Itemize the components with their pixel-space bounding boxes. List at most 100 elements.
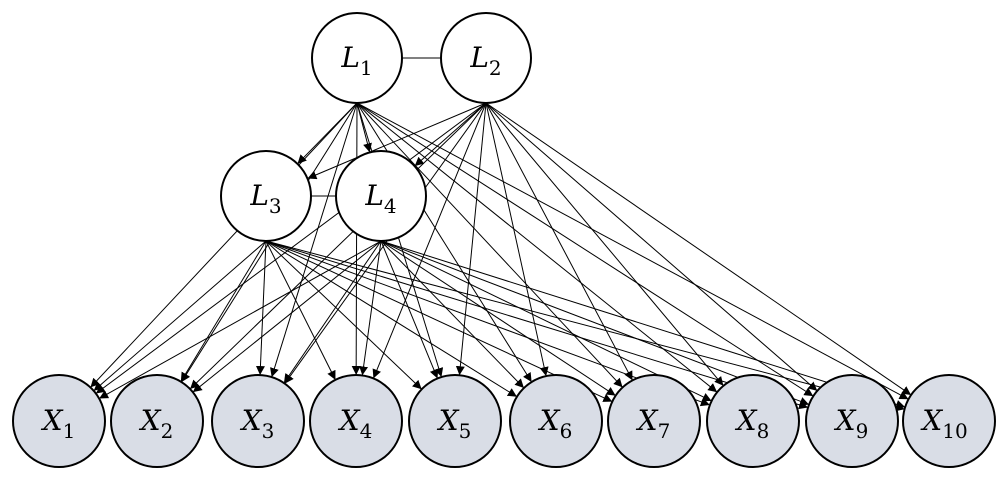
node-letter: L: [469, 41, 489, 74]
edge-l3-x6: [265, 240, 518, 398]
edge-l4-x5: [380, 240, 439, 379]
node-x3: X3: [211, 374, 305, 468]
edge-l3-x3: [255, 240, 267, 376]
node-x8: X8: [706, 374, 800, 468]
node-circle-l4: [335, 150, 427, 242]
edge-l3-x1: [93, 240, 267, 392]
node-subscript: 4: [360, 419, 373, 443]
node-label-x10: X10: [920, 404, 967, 443]
node-l1: L1: [311, 12, 403, 104]
node-subscript: 3: [269, 194, 282, 218]
node-label-l3: L3: [249, 179, 281, 218]
node-subscript: 7: [658, 419, 671, 443]
node-letter: X: [735, 404, 758, 437]
edge-l1-x4: [351, 102, 361, 376]
node-subscript: 1: [63, 419, 76, 443]
node-label-x6: X6: [538, 404, 573, 443]
node-label-l1: L1: [340, 41, 372, 80]
edge-l1-x6: [356, 102, 533, 383]
node-circle-x6: [509, 374, 603, 468]
edge-l3-x4: [265, 240, 336, 381]
node-l3: L3: [220, 150, 312, 242]
node-letter: L: [249, 179, 269, 212]
node-letter: X: [920, 404, 943, 437]
edge-l2-x5: [455, 102, 487, 376]
node-letter: X: [636, 404, 659, 437]
node-letter: X: [338, 404, 361, 437]
edge-l4-x3: [283, 240, 382, 384]
node-x9: X9: [805, 374, 899, 468]
node-circle-x5: [408, 374, 502, 468]
node-letter: L: [364, 179, 384, 212]
edge-l1-x10: [356, 102, 909, 400]
edge-l2-x4: [372, 102, 487, 379]
node-circle-l2: [440, 12, 532, 104]
node-label-x4: X4: [338, 404, 373, 443]
node-subscript: 2: [161, 419, 174, 443]
node-circle-x4: [309, 374, 403, 468]
node-label-x2: X2: [139, 404, 174, 443]
edge-l2-x2: [189, 102, 487, 390]
node-l4: L4: [335, 150, 427, 242]
edge-l1-x5: [356, 102, 444, 378]
node-subscript: 5: [459, 419, 472, 443]
edge-l2-x9: [485, 102, 818, 392]
node-x7: X7: [607, 374, 701, 468]
node-circle-x10: [902, 374, 996, 468]
node-subscript: 2: [489, 56, 502, 80]
node-circle-l3: [220, 150, 312, 242]
node-letter: X: [538, 404, 561, 437]
edge-l4-x4: [359, 240, 382, 376]
edge-l3-x10: [265, 240, 905, 412]
node-subscript: 4: [384, 194, 397, 218]
node-label-l4: L4: [364, 179, 396, 218]
node-subscript: 3: [262, 419, 275, 443]
node-letter: L: [340, 41, 360, 74]
edge-l4-x7: [380, 240, 616, 397]
edge-l2-x10: [485, 102, 912, 396]
node-circle-x3: [211, 374, 305, 468]
node-label-x5: X5: [437, 404, 472, 443]
edge-l2-x7: [485, 102, 633, 381]
node-label-x1: X1: [41, 404, 76, 443]
edge-l4-x1: [98, 240, 382, 399]
node-subscript: 8: [757, 419, 770, 443]
edge-l3-x2: [180, 240, 267, 382]
node-x6: X6: [509, 374, 603, 468]
node-label-x3: X3: [240, 404, 275, 443]
node-subscript: 1: [360, 56, 373, 80]
node-x1: X1: [12, 374, 106, 468]
node-circle-x9: [805, 374, 899, 468]
node-subscript: 6: [560, 419, 573, 443]
node-letter: X: [437, 404, 460, 437]
edge-l2-x6: [485, 102, 549, 377]
node-subscript: 10: [942, 419, 967, 443]
node-letter: X: [834, 404, 857, 437]
node-label-x8: X8: [735, 404, 770, 443]
node-circle-x2: [110, 374, 204, 468]
node-letter: X: [139, 404, 162, 437]
node-circle-x1: [12, 374, 106, 468]
edge-l3-x9: [265, 240, 809, 410]
edge-l4-x10: [380, 240, 906, 409]
edge-l1-x7: [356, 102, 623, 388]
node-label-x9: X9: [834, 404, 869, 443]
edge-l4-x6: [380, 240, 525, 389]
edge-l4-x2: [192, 240, 382, 393]
node-label-x7: X7: [636, 404, 671, 443]
edge-l3-x5: [265, 240, 423, 390]
node-x2: X2: [110, 374, 204, 468]
node-circle-l1: [311, 12, 403, 104]
node-letter: X: [240, 404, 263, 437]
node-x10: X10: [902, 374, 996, 468]
node-circle-x8: [706, 374, 800, 468]
node-subscript: 9: [856, 419, 869, 443]
edge-l1-x1: [90, 102, 358, 388]
node-circle-x7: [607, 374, 701, 468]
edge-l1-x3: [270, 102, 358, 378]
node-l2: L2: [440, 12, 532, 104]
node-label-l2: L2: [469, 41, 501, 80]
